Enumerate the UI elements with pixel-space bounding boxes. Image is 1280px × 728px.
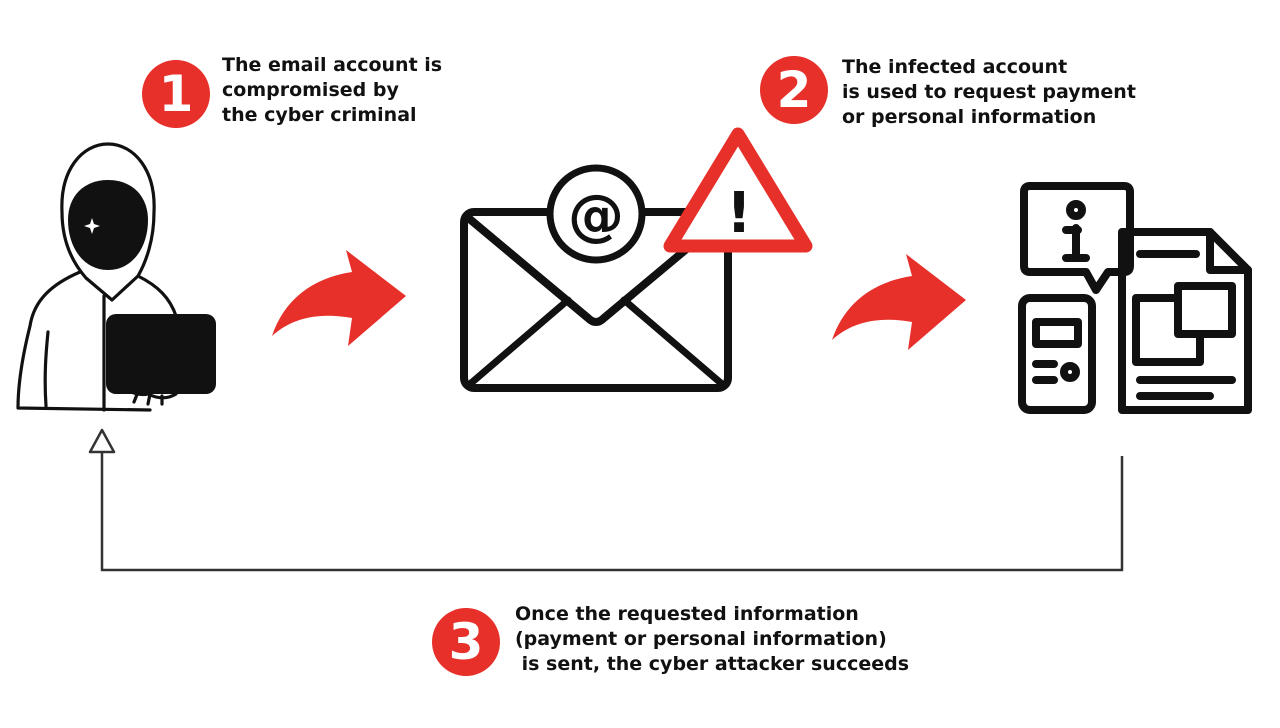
step-3-description: Once the requested information (payment … bbox=[515, 602, 909, 677]
info-dot bbox=[1066, 200, 1086, 220]
envelope-fold-left bbox=[466, 296, 572, 388]
step-2-badge: 2 bbox=[760, 56, 828, 124]
phone-lines bbox=[1032, 360, 1058, 384]
phone-screen-block bbox=[1032, 318, 1082, 348]
phone-button bbox=[1060, 362, 1080, 382]
face-shadow bbox=[68, 180, 148, 270]
curved-arrow-right-icon bbox=[272, 250, 406, 346]
step-3-badge: 3 bbox=[432, 608, 500, 676]
info-stem bbox=[1062, 224, 1090, 262]
curved-arrow-right-icon bbox=[832, 254, 966, 350]
warning-exclamation: ! bbox=[726, 181, 752, 246]
step-1-line-2: compromised by bbox=[222, 79, 399, 101]
shoulder-line bbox=[136, 274, 178, 318]
envelope-at-icon: @ bbox=[460, 164, 732, 392]
step-2-line-1: The infected account bbox=[842, 56, 1068, 78]
step-3-line-1: Once the requested information bbox=[515, 603, 859, 625]
envelope-flap bbox=[463, 212, 729, 326]
document-corner-fold bbox=[1206, 228, 1252, 274]
mobile-phone-icon bbox=[1018, 294, 1096, 414]
thumb-outline bbox=[120, 369, 141, 392]
step-2-description: The infected account is used to request … bbox=[842, 55, 1136, 130]
return-flow-line bbox=[100, 452, 1124, 572]
step-1-line-3: the cyber criminal bbox=[222, 104, 417, 126]
document-image-front bbox=[1174, 282, 1236, 338]
body-outline bbox=[16, 270, 152, 412]
laptop-icon bbox=[106, 314, 216, 394]
at-circle bbox=[546, 164, 646, 264]
step-3-number: 3 bbox=[448, 613, 484, 671]
step-2-number: 2 bbox=[776, 61, 812, 119]
hood-outline bbox=[60, 142, 156, 302]
info-speech-bubble-icon bbox=[1020, 182, 1134, 294]
speech-bubble bbox=[1020, 182, 1134, 294]
step-1-number: 1 bbox=[158, 65, 194, 123]
document-page bbox=[1118, 228, 1252, 414]
step-1-description: The email account is compromised by the … bbox=[222, 53, 442, 128]
step-3-line-2: (payment or personal information) bbox=[515, 628, 887, 650]
at-symbol: @ bbox=[568, 183, 624, 248]
sleeve-line bbox=[43, 330, 50, 408]
return-flow-arrow-icon bbox=[88, 428, 116, 454]
step-2-line-2: is used to request payment bbox=[842, 81, 1136, 103]
face-sparkle bbox=[84, 218, 100, 234]
step-2-line-3: or personal information bbox=[842, 106, 1097, 128]
document-with-images-icon bbox=[1118, 228, 1252, 414]
warning-triangle bbox=[663, 127, 813, 253]
warning-triangle-icon: ! bbox=[663, 127, 813, 253]
step-1-badge: 1 bbox=[142, 60, 210, 128]
step-3-line-3: is sent, the cyber attacker succeeds bbox=[515, 653, 910, 675]
envelope-fold-right bbox=[620, 296, 726, 388]
phone-body bbox=[1018, 294, 1096, 414]
step-1-line-1: The email account is bbox=[222, 54, 443, 76]
document-text-lines bbox=[1136, 376, 1236, 400]
